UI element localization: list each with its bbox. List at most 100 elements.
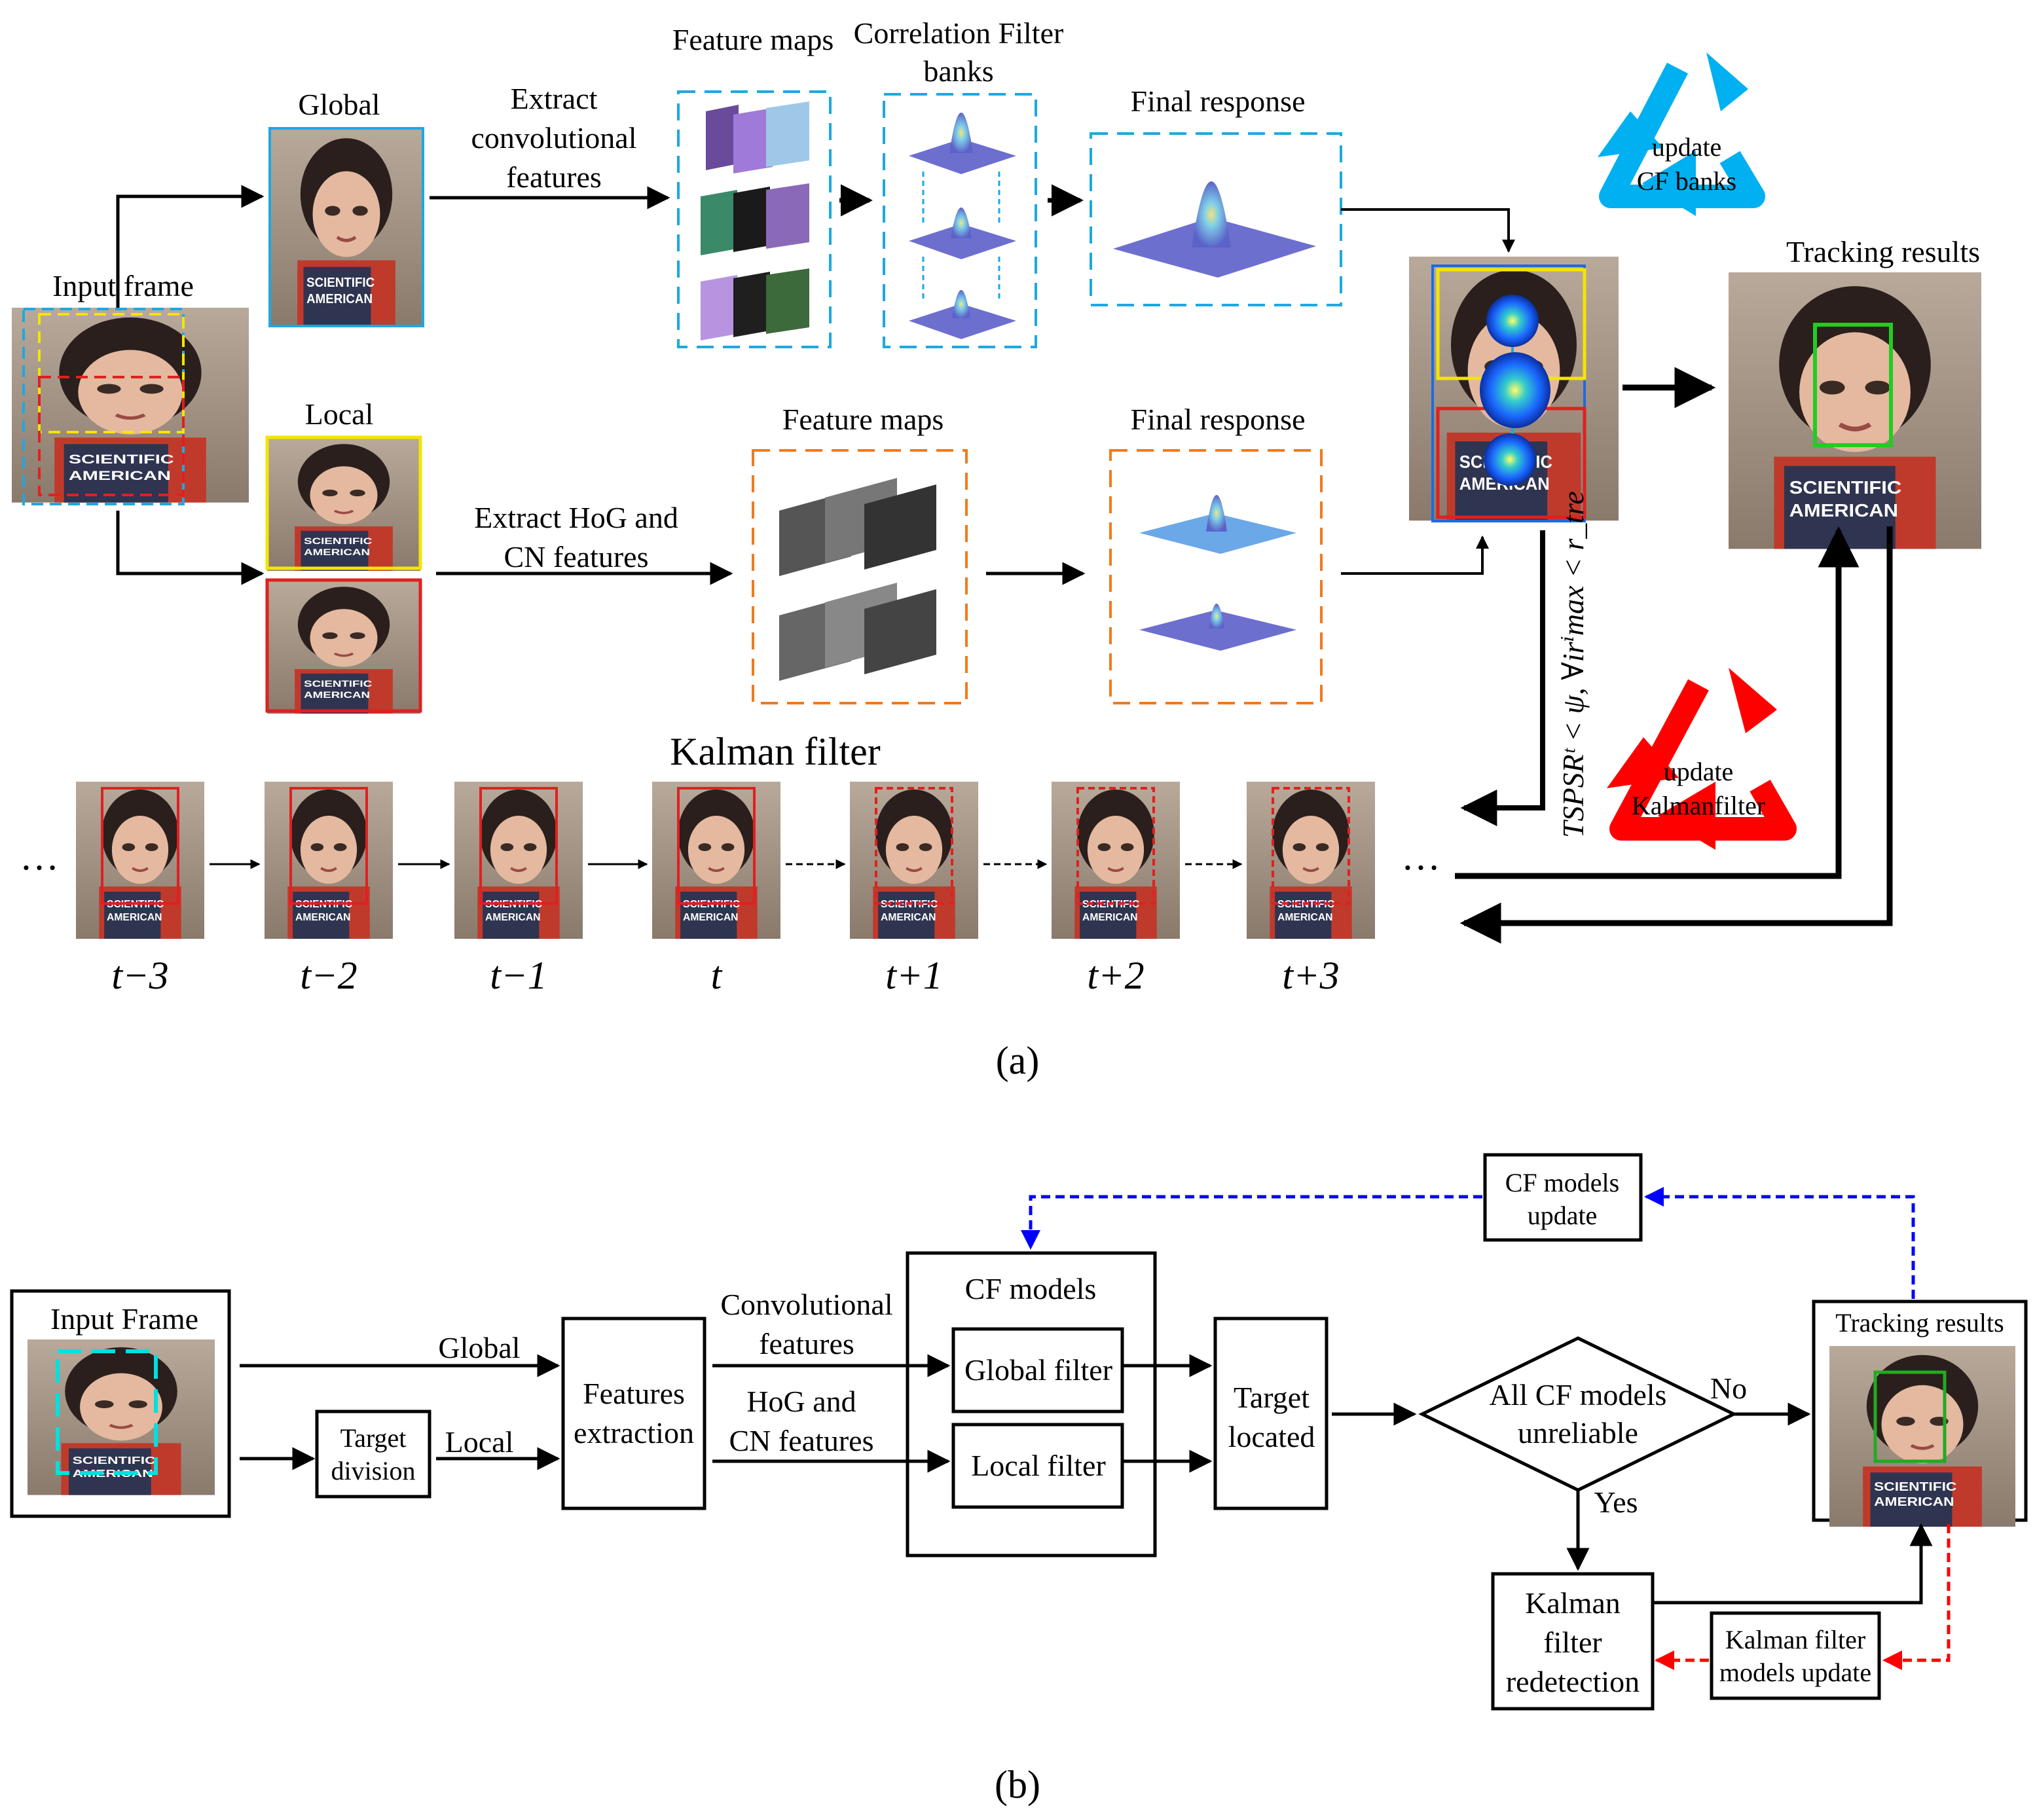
target-division-line1: Target [340, 1423, 407, 1453]
update-cf-line1: update [1652, 132, 1722, 162]
caption-a: (a) [996, 1039, 1040, 1082]
arrow-response-top-to-combined [1341, 208, 1515, 253]
local-filter-box [951, 1423, 1124, 1509]
arrow-results-to-kalman [1459, 526, 1893, 944]
target-division-line2: division [331, 1456, 416, 1485]
timestep-label: t [711, 954, 723, 997]
update-cf-cycle-icon [1598, 52, 1765, 216]
panel-b: Input Frame Global Target division Local… [10, 1153, 2028, 1806]
timeline-frame [1050, 780, 1181, 940]
local-thumbnail-top [267, 437, 420, 571]
global-label: Global [298, 88, 380, 121]
tracking-results-image [1729, 272, 1981, 549]
conv-features-line2: features [759, 1327, 854, 1360]
cf-banks-label-line2: banks [923, 54, 993, 88]
features-extraction-line1: Features [583, 1377, 685, 1410]
kalman-update-box [1710, 1611, 1881, 1700]
timestep-label: t+2 [1087, 954, 1144, 997]
arrow-kalman-to-results [1455, 526, 1860, 879]
timestep-label: t−1 [490, 954, 547, 997]
cf-banks-box [883, 93, 1037, 348]
cf-update-line2: update [1528, 1201, 1598, 1230]
decision-line1: All CF models [1490, 1378, 1667, 1411]
kalman-redetection-line2: filter [1543, 1626, 1602, 1659]
timestep-label: t−3 [111, 954, 168, 997]
timestep-label: t+1 [885, 954, 942, 997]
target-located-line1: Target [1234, 1381, 1310, 1414]
reliability-condition: TSPSRᵗ < ψ, ∀irⁱmax < r_tre [1556, 491, 1590, 838]
timeline-frame [75, 780, 206, 940]
feature-maps-bottom-label: Feature maps [782, 403, 944, 436]
global-filter-label: Global filter [964, 1353, 1112, 1387]
extract-hog-line2: CN features [504, 540, 649, 573]
arrow-condition-to-kalman [1460, 530, 1545, 826]
update-kalman-cycle-icon [1607, 668, 1797, 850]
kalman-filter-title: Kalman filter [670, 730, 881, 773]
target-division-box [315, 1410, 431, 1499]
feature-maps-bottom-box [752, 449, 968, 704]
kalman-redetection-box [1491, 1572, 1655, 1711]
cf-banks-surfaces [909, 113, 1016, 339]
extract-conv-line3: features [506, 160, 602, 194]
features-extraction-box [561, 1317, 706, 1510]
timeline-ellipsis-right: … [1401, 835, 1440, 878]
tracking-results-box [1813, 323, 1893, 447]
cf-banks-label-line1: Correlation Filter [854, 16, 1064, 50]
decision-no-label: No [1710, 1372, 1747, 1405]
local-filter-label: Local filter [971, 1449, 1106, 1482]
timestep-label: t−2 [300, 954, 357, 997]
local-thumbnail-bottom [267, 580, 420, 714]
target-located-box [1213, 1317, 1329, 1510]
final-response-bottom-box [1109, 449, 1323, 704]
cf-models-box [906, 1251, 1157, 1557]
cf-models-label: CF models [965, 1272, 1097, 1305]
input-frame-b-label: Input Frame [50, 1302, 198, 1336]
tracking-results-label: Tracking results [1786, 235, 1980, 268]
extract-hog-line1: Extract HoG and [474, 501, 678, 534]
input-frame-image [12, 308, 249, 503]
hog-features-line2: CN features [729, 1424, 874, 1457]
update-kalman-line2: Kalmanfilter [1632, 791, 1765, 820]
timeline-frame [453, 780, 584, 940]
arrow-cf-update-to-models [1021, 1195, 1482, 1250]
input-frame-box [10, 1289, 231, 1518]
kalman-update-line1: Kalman filter [1725, 1625, 1865, 1654]
timeline-frame [849, 780, 980, 940]
timeline-ellipsis-left: … [20, 835, 59, 878]
panel-a: Input frame Global Local Extract convolu… [12, 16, 1981, 1082]
global-thumbnail [270, 128, 423, 326]
local-b-label: Local [445, 1425, 514, 1459]
decision-line2: unreliable [1518, 1416, 1638, 1449]
feature-maps-top-label: Feature maps [672, 23, 834, 56]
decision-diamond [1418, 1336, 1738, 1492]
timestep-label: t+3 [1282, 954, 1339, 997]
cf-update-line1: CF models [1505, 1168, 1619, 1197]
cf-update-box [1483, 1153, 1643, 1242]
final-response-bottom-label: Final response [1130, 403, 1305, 436]
update-cf-line2: CF banks [1637, 166, 1736, 196]
timeline-frame [1245, 780, 1376, 940]
target-located-line2: located [1228, 1420, 1315, 1453]
hog-features-line1: HoG and [746, 1385, 856, 1418]
kalman-update-line2: models update [1719, 1658, 1871, 1687]
final-response-top-surface [1113, 181, 1316, 278]
feature-maps-bottom-stack [779, 478, 936, 681]
feature-maps-top-stack [701, 101, 809, 340]
extract-conv-line1: Extract [511, 82, 598, 115]
tracking-results-b-label: Tracking results [1835, 1308, 2004, 1338]
kalman-redetection-line1: Kalman [1525, 1586, 1621, 1620]
extract-conv-line2: convolutional [471, 121, 637, 155]
arrow-results-to-cf-update [1644, 1187, 1915, 1299]
global-filter-box [951, 1327, 1124, 1413]
arrow-input-to-local [116, 511, 265, 585]
conv-features-line1: Convolutional [720, 1288, 892, 1321]
input-frame-label: Input frame [52, 269, 194, 302]
arrow-results-to-kalman-update [1882, 1524, 1951, 1670]
input-red-box [38, 376, 185, 496]
timeline-frame [651, 780, 782, 940]
final-response-bottom-surfaces [1139, 495, 1296, 651]
feature-maps-top-box [677, 90, 832, 348]
timeline-frame [263, 780, 394, 940]
arrow-input-to-global [116, 185, 265, 308]
